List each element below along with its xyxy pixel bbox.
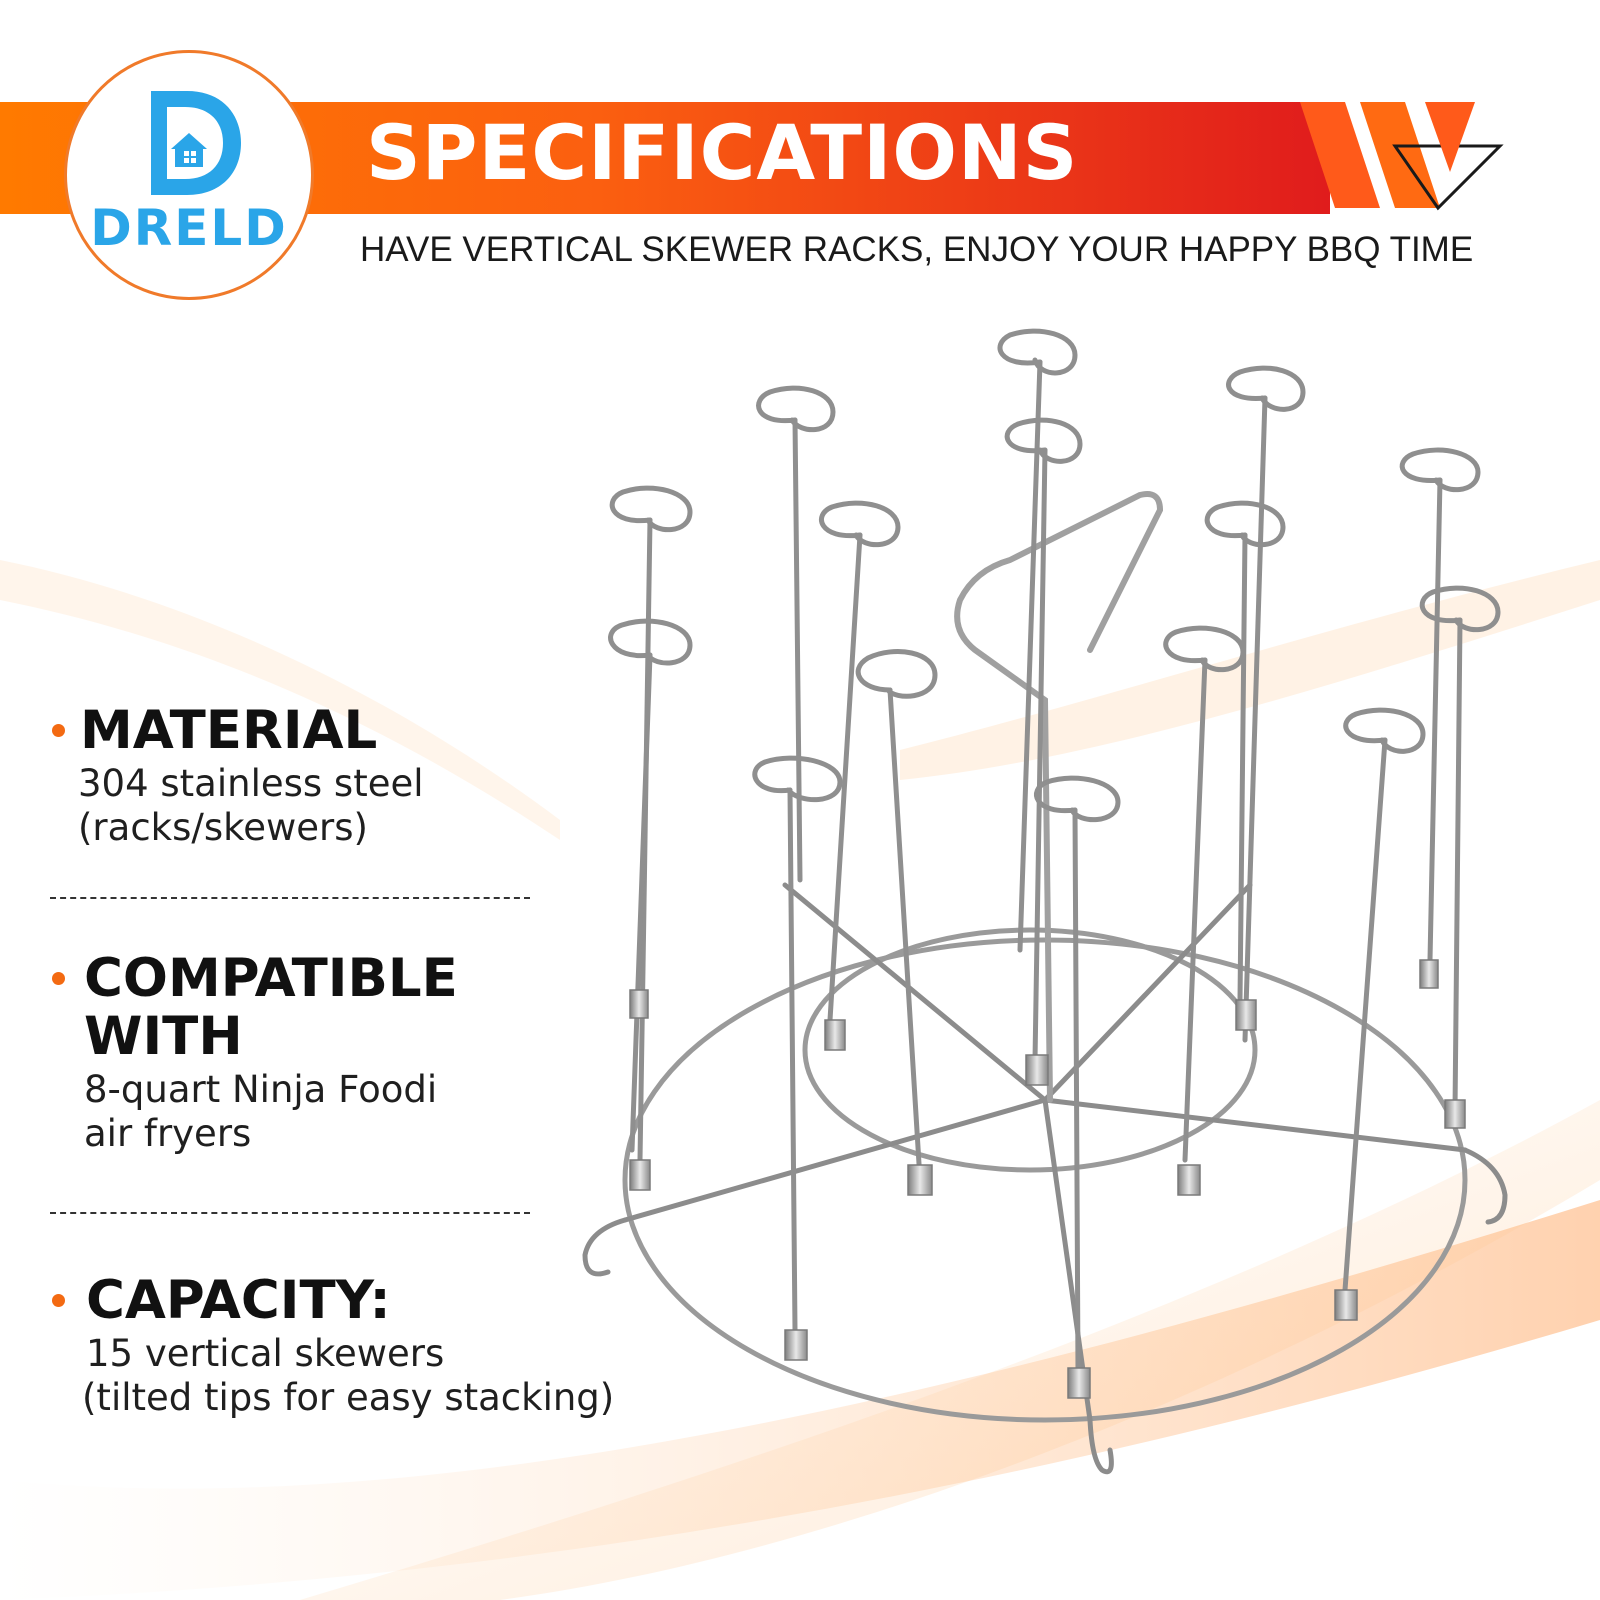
spec-value-line: air fryers bbox=[84, 1112, 252, 1155]
tagline: HAVE VERTICAL SKEWER RACKS, ENJOY YOUR H… bbox=[360, 230, 1474, 269]
banner-chevron-decoration bbox=[1300, 102, 1504, 211]
spec-capacity: CAPACITY: 15 vertical skewers (tilted ti… bbox=[52, 1272, 614, 1420]
brand-name: DRELD bbox=[90, 199, 288, 257]
skewer-rack-image bbox=[582, 328, 1508, 1475]
bullet-icon bbox=[52, 1294, 65, 1307]
spec-compatible: COMPATIBLE WITH 8-quart Ninja Foodi air … bbox=[52, 950, 458, 1156]
spec-value-line: 304 stainless steel bbox=[78, 762, 424, 805]
divider bbox=[50, 1212, 530, 1214]
spec-heading: WITH bbox=[84, 1006, 243, 1067]
spec-heading: CAPACITY: bbox=[86, 1270, 391, 1331]
divider bbox=[50, 897, 530, 899]
spec-heading: MATERIAL bbox=[80, 700, 378, 761]
page-title: SPECIFICATIONS bbox=[366, 108, 1079, 197]
spec-value-line: 15 vertical skewers bbox=[86, 1332, 445, 1375]
spec-heading: COMPATIBLE bbox=[84, 948, 458, 1009]
spec-value-line: 8-quart Ninja Foodi bbox=[84, 1068, 438, 1111]
spec-value-line: (racks/skewers) bbox=[78, 806, 368, 849]
house-d-icon bbox=[151, 91, 241, 195]
bullet-icon bbox=[52, 972, 65, 985]
brand-logo: DRELD bbox=[64, 50, 314, 300]
spec-material: MATERIAL 304 stainless steel (racks/skew… bbox=[52, 702, 424, 850]
spec-value-line: (tilted tips for easy stacking) bbox=[82, 1376, 615, 1419]
bullet-icon bbox=[52, 724, 65, 737]
